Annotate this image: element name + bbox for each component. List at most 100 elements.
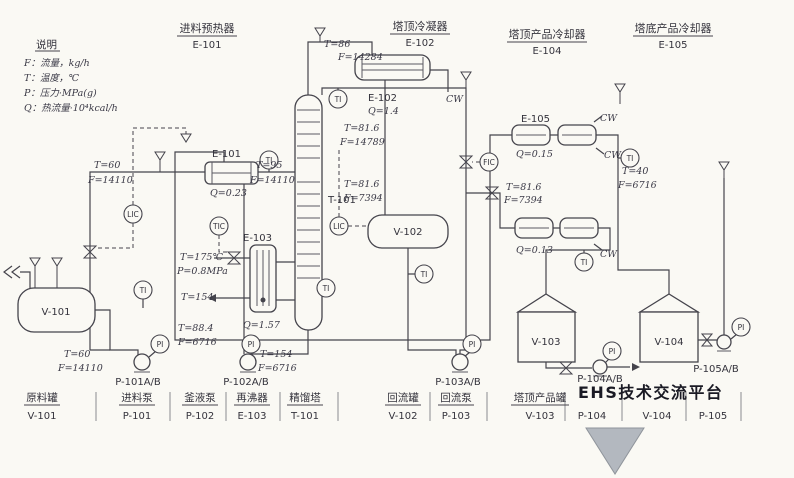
bottom-label-code: P-101 [123,411,152,422]
preheater-e101: E-101 [204,149,259,185]
pump-p101: P-101A/B [115,353,161,388]
svg-text:LIC: LIC [333,222,345,231]
product-temp: T=40 [622,166,648,177]
svg-text:TI: TI [322,284,330,293]
bottom-label-code: P-105 [699,411,728,422]
v101-label: V-101 [42,307,71,318]
watermark-triangle [585,427,645,475]
e103-duty: Q=1.57 [243,320,281,331]
cw-e105-out: CW [604,150,622,161]
legend: 说明 F：流量，kg/h T：温度，℃ P：压力·MPa(g) Q：热流量·10… [23,38,118,114]
instrument-fic-reflux: FIC [479,152,499,172]
v102-label: V-102 [394,227,423,238]
v104-label: V-104 [655,337,684,348]
condensate-temp: T=81.6 [344,123,379,134]
instrument-tic-e103: TIC [209,216,229,236]
bottom-label-name: 精馏塔 [289,391,321,404]
header-e101-name: 进料预热器 [180,21,235,35]
tank-temp: T=60 [64,349,90,360]
bottoms-flow: F=6716 [257,363,297,374]
v103-label: V-103 [532,337,561,348]
svg-text:PI: PI [738,323,745,332]
e105-duty: Q=0.15 [516,149,553,160]
feed-drum-v101: V-101 [17,287,96,333]
instrument-lic-v101: LIC [123,204,143,224]
equipment-headers: 进料预热器 E-101 塔顶冷凝器 E-102 塔顶产品冷却器 E-104 塔底… [177,19,713,57]
pump-p104: P-104A/B [577,359,623,385]
svg-text:FIC: FIC [483,158,495,167]
svg-text:TI: TI [580,258,588,267]
instrument-signal-lines [96,127,480,253]
bottom-label-code: P-102 [186,411,215,422]
steam-control-valve [226,251,242,265]
e101-label: E-101 [212,149,241,160]
legend-item-q: Q：热流量·10⁴kcal/h [24,103,118,114]
instrument-ti-v102-out: TI [414,264,434,284]
distillate-flow: F=7394 [503,195,543,206]
pump-p105: P-105A/B [693,334,739,375]
svg-text:TI: TI [420,270,428,279]
instrument-pi-p104: PI [602,341,622,361]
instrument-lic-v102: LIC [329,216,349,236]
bottom-label-code: V-104 [643,411,672,422]
overhead-temp: T=86 [324,39,350,50]
feed-temp: T=60 [94,160,120,171]
bottom-label-code: V-101 [28,411,57,422]
watermark-text: EHS技术交流平台 [578,383,723,402]
p103-label: P-103A/B [435,377,481,388]
p104-label: P-104A/B [577,374,623,385]
steam-cond-temp: T=154 [181,292,213,303]
reflux-control-valve [458,155,474,169]
distillate-valve [484,186,500,200]
svg-text:PI: PI [469,340,476,349]
bottom-label-code: T-101 [290,411,319,422]
header-e104-name: 塔顶产品冷却器 [509,27,586,41]
cooler-e104 [514,217,599,239]
header-e104-code: E-104 [532,46,561,57]
column-t101: T-101 [294,94,356,331]
reboiler-e103: E-103 [243,233,277,313]
condensate-flow: F=14789 [339,137,385,148]
preheat-temp: T=95 [256,160,282,171]
bottom-label-name: 回流罐 [387,391,419,404]
legend-title: 说明 [36,38,57,51]
svg-text:TI: TI [139,286,147,295]
feed-control-valve [82,245,98,259]
e105-label: E-105 [521,114,550,125]
e102-label: E-102 [368,93,397,104]
cw-e104: CW [600,249,618,260]
e102-duty: Q=1.4 [368,106,399,117]
instrument-ti-e105-out: TI [620,148,640,168]
instrument-pi-p101: PI [150,334,170,354]
bottom-label-name: 塔顶产品罐 [514,391,567,404]
watermark: EHS技术交流平台 [578,383,723,475]
condensate-out-arrow [208,294,216,302]
feed-flow: F=14110 [87,175,133,186]
p101-label: P-101A/B [115,377,161,388]
legend-item-f: F：流量，kg/h [23,58,90,69]
svg-text:TIC: TIC [212,222,225,231]
svg-text:PI: PI [248,340,255,349]
bottom-label-strip: 原料罐 V-101 进料泵 P-101 釜液泵 P-102 再沸器 E-103 … [24,391,742,422]
bottom-label-code: V-103 [526,411,555,422]
reflux-flow: F=7394 [343,193,383,204]
condenser-e102: E-102 [354,54,431,104]
e103-label: E-103 [243,233,272,244]
product-flow: F=6716 [617,180,657,191]
instrument-ti-column-bottom: TI [316,278,336,298]
instrument-ti-e101-out: TI [259,150,279,170]
stream-annotations: T=60 F=14110 T=95 F=14110 Q=0.23 T=86 F=… [57,39,657,374]
overhead-flow: F=14284 [337,52,383,63]
bottom-label-ticks [95,392,742,421]
bottom-label-name: 原料罐 [26,391,58,404]
svg-text:TI: TI [334,95,342,104]
t101-label: T-101 [327,195,356,206]
bottom-label-name: 再沸器 [236,391,268,404]
distillate-temp: T=81.6 [506,182,541,193]
bottom-label-code: P-103 [442,411,471,422]
reflux-temp: T=81.6 [344,179,379,190]
product-out-arrow [632,363,640,371]
p102-label: P-102A/B [223,377,269,388]
svg-text:TI: TI [626,154,634,163]
